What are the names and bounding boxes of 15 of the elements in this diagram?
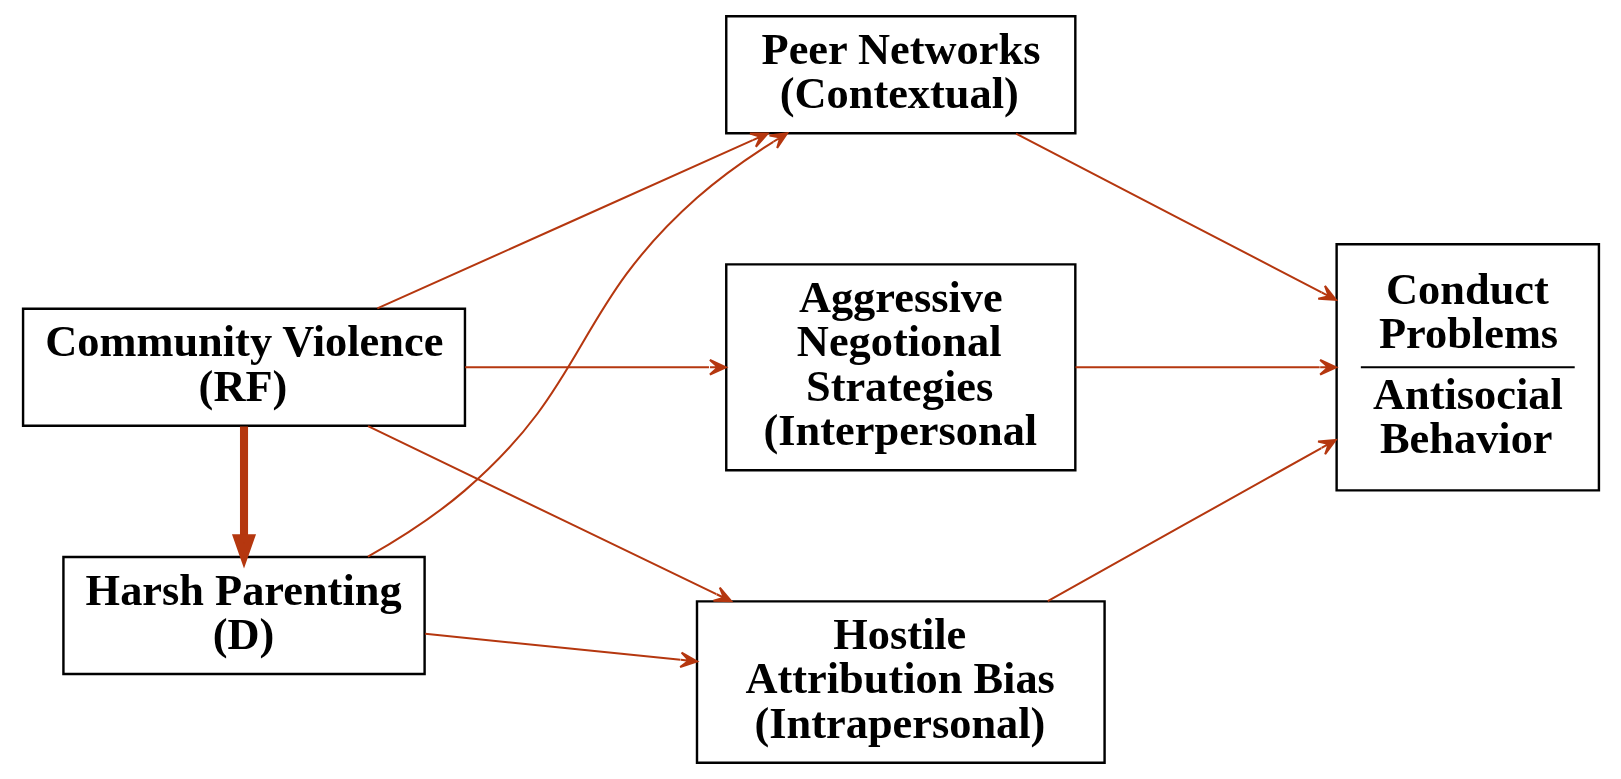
node-box: Hostile Attribution Bias (Intrapersonal) bbox=[695, 600, 1106, 764]
arrow bbox=[424, 632, 698, 669]
arrow bbox=[1075, 359, 1337, 376]
node-box: Conduct Problems Antisocial Behavior bbox=[1334, 243, 1600, 492]
arrow bbox=[1046, 439, 1337, 602]
node-box: Peer Networks (Contextual) bbox=[724, 15, 1077, 135]
arrow bbox=[464, 359, 727, 376]
arrow bbox=[231, 426, 256, 569]
node-box: Aggressive Negotional Strategies (Interpersonal bbox=[724, 263, 1077, 472]
arrow bbox=[367, 425, 732, 603]
arrow bbox=[1015, 132, 1337, 301]
arrow bbox=[366, 132, 788, 558]
node-box: Harsh Parenting (D) bbox=[61, 555, 426, 676]
arrow bbox=[376, 132, 769, 310]
node-box: Community Violence (RF) bbox=[21, 307, 466, 428]
